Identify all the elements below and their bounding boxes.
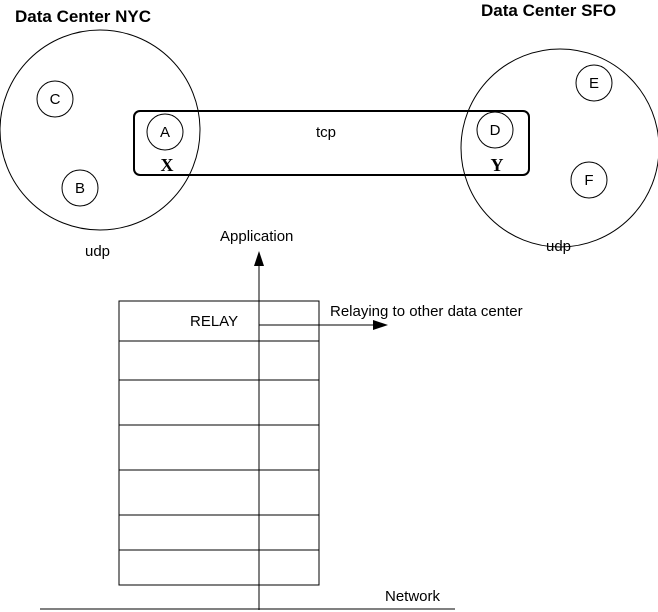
relay-note: Relaying to other data center — [330, 303, 523, 320]
datacenter-nyc-boundary — [0, 29, 201, 231]
node-c-label: C — [50, 91, 61, 108]
node-e-label: E — [589, 75, 599, 92]
node-c — [36, 80, 74, 118]
node-f — [570, 161, 608, 199]
datacenter-sfo-boundary — [460, 48, 658, 248]
node-a — [146, 113, 184, 151]
datacenter-nyc-protocol: udp — [85, 243, 110, 260]
stack-table — [118, 300, 320, 586]
stack-bottom-label: Network — [385, 588, 441, 605]
gateway-x-label: X — [161, 155, 174, 175]
protocol-stack: Application RELAY Relaying to other data… — [40, 228, 523, 610]
arrow-right-icon — [373, 320, 388, 330]
tcp-link-label: tcp — [316, 124, 336, 141]
datacenter-sfo-protocol: udp — [546, 238, 571, 255]
stack-top-label: Application — [220, 228, 293, 245]
node-b — [61, 169, 99, 207]
node-d-label: D — [490, 122, 501, 139]
tcp-link-box — [133, 110, 530, 176]
node-f-label: F — [584, 172, 593, 189]
relay-label: RELAY — [190, 313, 238, 330]
stack-table-frame — [118, 300, 320, 586]
datacenter-sfo-title: Data Center SFO — [481, 1, 616, 20]
datacenter-nyc: Data Center NYC udp C A X B — [0, 7, 201, 260]
node-e — [575, 64, 613, 102]
node-a-label: A — [160, 124, 170, 141]
node-b-label: B — [75, 180, 85, 197]
tcp-link: tcp — [133, 110, 530, 176]
datacenter-sfo: Data Center SFO udp E D Y F — [460, 1, 658, 255]
gateway-y-label: Y — [491, 155, 504, 175]
arrow-up-icon — [254, 251, 264, 266]
datacenter-nyc-title: Data Center NYC — [15, 7, 151, 26]
